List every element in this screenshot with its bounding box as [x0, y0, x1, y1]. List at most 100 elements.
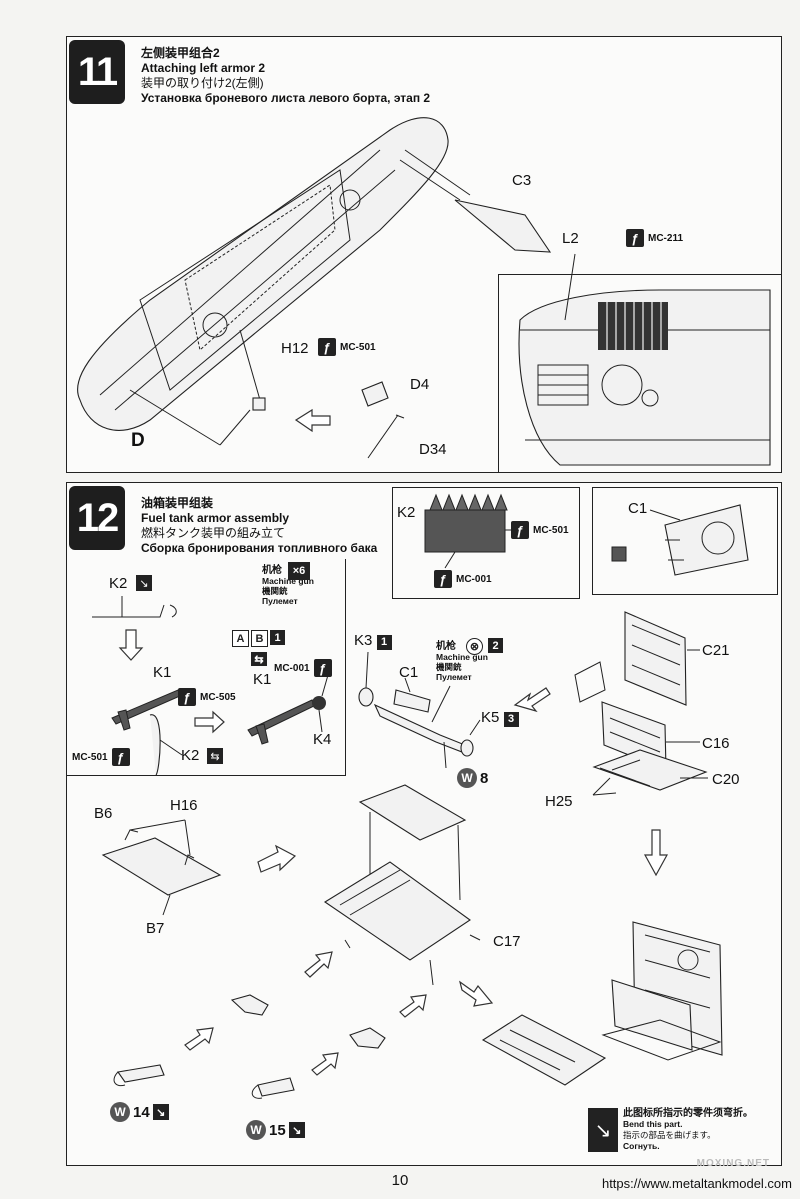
- bend-legend-icon: ↘: [588, 1108, 618, 1152]
- label-k2-link: K2: [181, 747, 200, 764]
- label-k5: K5 3: [481, 709, 519, 727]
- label-k2-inset: K2: [397, 504, 416, 521]
- detail-hull-drawing: [518, 253, 771, 466]
- wire-icon: W: [110, 1102, 130, 1122]
- gun-zh: 机枪: [436, 641, 456, 652]
- label-d4: D4: [410, 376, 430, 393]
- bend-icon: ⇆: [207, 748, 223, 764]
- mg-ru: Пулемет: [262, 596, 298, 606]
- gun-en: Machine gun: [436, 652, 488, 662]
- title-zh: 左侧装甲组合2: [141, 46, 220, 60]
- gun-ru: Пулемет: [436, 672, 472, 682]
- no-glue-icon: ⊗: [466, 638, 483, 655]
- gun-ja: 機関銃: [436, 662, 462, 672]
- label-k2-bend: K2: [109, 575, 128, 592]
- label-d34: D34: [419, 441, 447, 458]
- option-1: 1: [270, 630, 285, 645]
- label-c16: C16: [702, 735, 730, 752]
- wire-icon: W: [457, 768, 477, 788]
- paint-mc001-inset: ƒ MC-001: [434, 570, 492, 588]
- option-badges: A B 1: [232, 630, 285, 647]
- label-b6: B6: [94, 805, 113, 822]
- label-c21: C21: [702, 642, 730, 659]
- step-11-title: 左侧装甲组合2 Attaching left armor 2 装甲の取り付け2(…: [141, 46, 430, 106]
- paint-mc505: ƒ MC-505: [178, 688, 236, 706]
- machine-gun-drawings: [92, 596, 331, 776]
- k5-text: K5: [481, 709, 500, 726]
- paint-mc211: ƒ MC-211: [626, 229, 683, 247]
- brush-icon: ƒ: [511, 521, 529, 539]
- label-k3: K3 1: [354, 632, 392, 650]
- label-d: D: [131, 430, 145, 451]
- paint-mc501-inset: ƒ MC-501: [511, 521, 569, 539]
- label-c1-gun: C1: [399, 664, 419, 681]
- page-number: 10: [391, 1172, 409, 1189]
- option-a: A: [232, 630, 249, 647]
- label-b7: B7: [146, 920, 165, 937]
- brush-icon: ƒ: [313, 659, 332, 677]
- brush-icon: ƒ: [178, 688, 196, 706]
- wire-icon: W: [246, 1120, 266, 1140]
- title-ru: Сборка бронирования топливного бака: [141, 541, 378, 555]
- brush-icon: ƒ: [111, 748, 130, 766]
- paint-code: MC-501: [72, 751, 108, 763]
- paint-code: MC-501: [340, 341, 376, 353]
- gun-mount-drawing: [358, 651, 551, 769]
- watermark: MOXING.NET: [696, 1158, 770, 1169]
- legend-zh: 此图标所指示的零件须弯折。: [623, 1108, 753, 1119]
- bend-icon: ↘: [136, 575, 152, 591]
- lower-assembly-drawing: [101, 784, 723, 1099]
- label-h16: H16: [170, 797, 198, 814]
- website-url: https://www.metaltankmodel.com: [601, 1176, 792, 1191]
- k5-number: 3: [503, 711, 519, 727]
- k2-belt-drawing: [424, 493, 512, 569]
- machine-gun-subassembly: [66, 559, 346, 776]
- legend-ru: Согнуть.: [623, 1141, 660, 1151]
- k3-number: 1: [376, 634, 392, 650]
- title-ja: 装甲の取り付け2(左側): [141, 76, 264, 90]
- brush-icon: ƒ: [318, 338, 336, 356]
- label-l2: L2: [562, 230, 579, 247]
- label-c20: C20: [712, 771, 740, 788]
- label-k1-b: K1: [253, 671, 272, 688]
- legend-en: Bend this part.: [623, 1119, 683, 1129]
- label-h25: H25: [545, 793, 573, 810]
- k3-text: K3: [354, 632, 373, 649]
- paint-code: MC-001: [274, 662, 310, 674]
- brush-icon: ƒ: [626, 229, 644, 247]
- label-k1: K1: [153, 664, 172, 681]
- option-b: B: [251, 630, 268, 647]
- wire-number: 14: [133, 1103, 150, 1121]
- quantity-badge: ×6: [288, 562, 310, 580]
- legend-ja: 指示の部品を曲げます。: [623, 1130, 716, 1140]
- mg-en: Machine gun: [262, 576, 314, 586]
- paint-code: MC-501: [533, 524, 569, 536]
- step-12-title: 油箱装甲组装 Fuel tank armor assembly 燃料タンク装甲の…: [141, 496, 377, 556]
- wire-badge-14: W 14 ↘: [110, 1102, 169, 1122]
- paint-code: MC-211: [648, 232, 684, 244]
- label-c3: C3: [512, 172, 532, 189]
- title-en: Fuel tank armor assembly: [141, 511, 290, 525]
- title-en: Attaching left armor 2: [141, 61, 266, 75]
- mg-zh: 机枪: [262, 565, 282, 576]
- title-zh: 油箱装甲组装: [141, 496, 214, 510]
- brush-icon: ƒ: [434, 570, 452, 588]
- bend-legend: ↘ 此图标所指示的零件须弯折。 Bend this part. 指示の部品を曲げ…: [588, 1108, 753, 1152]
- step-11-number: 11: [69, 40, 125, 104]
- machine-gun-caption: 机枪 Machine gun 機関銃 Пулемет: [262, 565, 314, 607]
- tank-hull-drawing: [76, 117, 552, 459]
- paint-code: MC-505: [200, 691, 236, 703]
- label-c17: C17: [493, 933, 521, 950]
- wire-badge-15: W 15 ↘: [246, 1120, 305, 1140]
- label-c1-inset: C1: [628, 500, 648, 517]
- gun-caption: 机枪 Machine gun 機関銃 Пулемет: [436, 641, 488, 683]
- fuel-tank-panel-drawing: [574, 611, 708, 877]
- bend-legend-text: 此图标所指示的零件须弯折。 Bend this part. 指示の部品を曲げます…: [623, 1108, 753, 1152]
- paint-mc501-h12: ƒ MC-501: [318, 338, 376, 356]
- c1-plate-drawing: [611, 504, 749, 576]
- mg-ja: 機関銃: [262, 586, 288, 596]
- gun-number-2: 2: [488, 638, 503, 653]
- wire-number: 8: [480, 769, 489, 787]
- paint-code: MC-001: [456, 573, 492, 585]
